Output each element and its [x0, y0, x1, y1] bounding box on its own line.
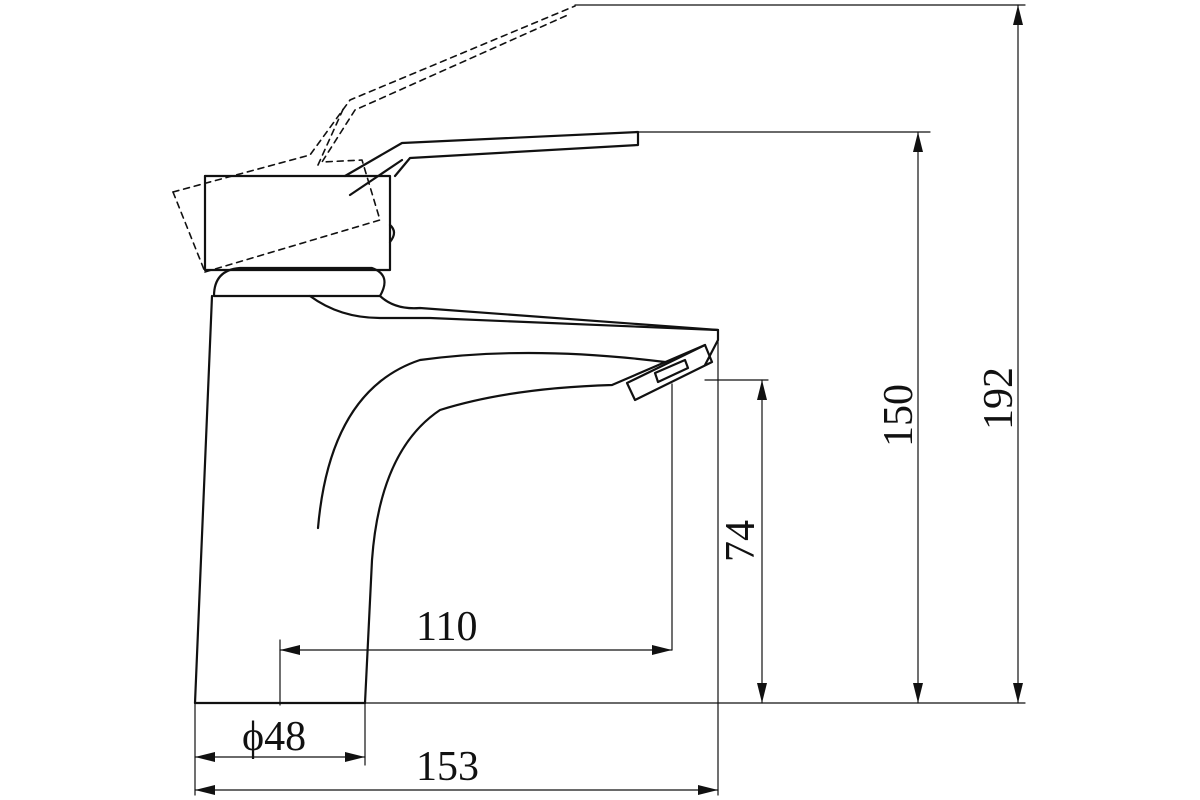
- lever-raised-phantom: [172, 5, 576, 273]
- dimension-overall-length: 153: [194, 744, 719, 795]
- dimension-spout-reach: 110: [279, 604, 673, 655]
- dimension-spout-height: 74: [718, 379, 767, 704]
- dimension-overall-height: 192: [976, 4, 1023, 704]
- dimension-label-153: 153: [416, 744, 479, 790]
- dimension-base-diameter: ϕ48: [194, 714, 366, 762]
- dimension-label-150: 150: [876, 384, 922, 447]
- faucet-body: [193, 266, 720, 705]
- extension-lines: [194, 4, 1026, 796]
- dimension-label-110: 110: [416, 604, 477, 650]
- dimension-label-192: 192: [976, 367, 1022, 430]
- dimension-lever-height: 150: [876, 131, 923, 704]
- lever-handle: [203, 130, 640, 272]
- dimension-label-74: 74: [718, 520, 764, 562]
- dimension-label-diameter-48: ϕ48: [242, 714, 306, 760]
